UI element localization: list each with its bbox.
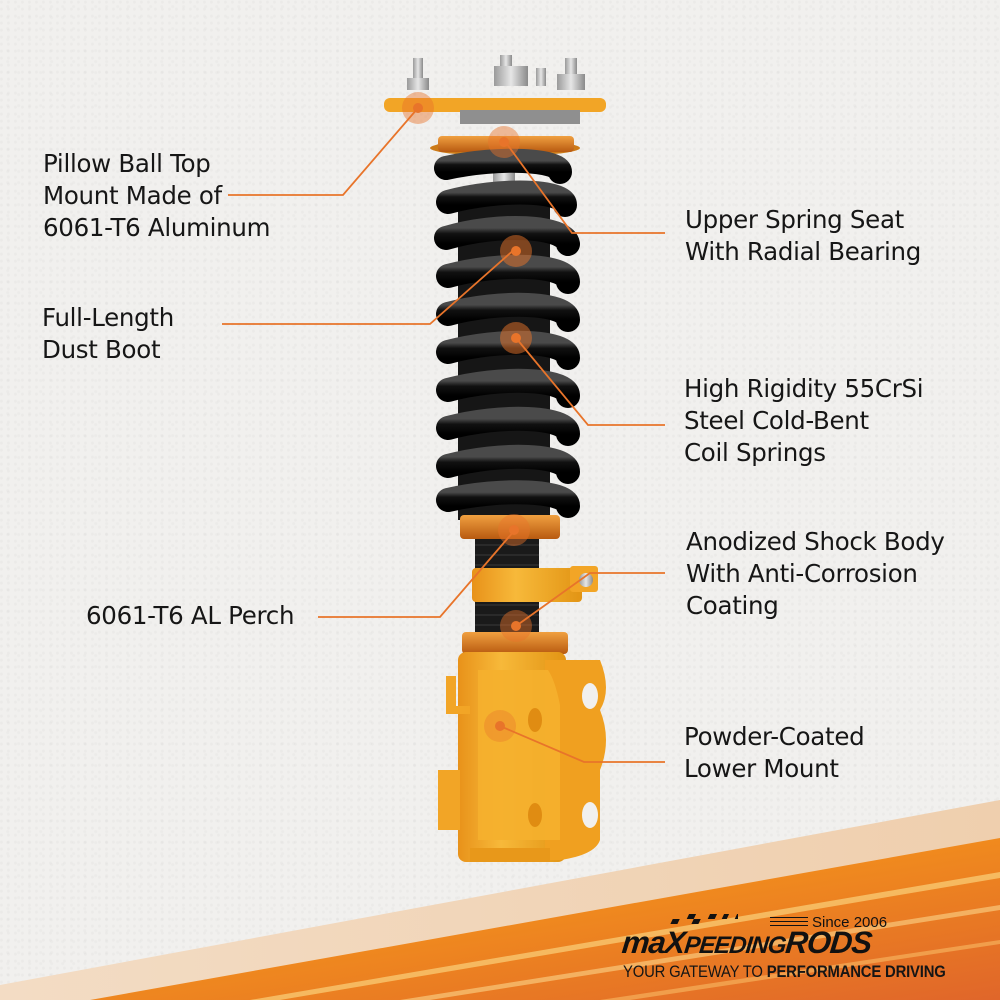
top-mount-plate: [384, 98, 606, 112]
brake-line-bracket: [472, 568, 582, 602]
leader-line-perch: [318, 530, 515, 618]
checkered-flag-icon: [670, 914, 738, 924]
label-line: Dust Boot: [42, 335, 161, 364]
label-line: 6061-T6 AL Perch: [86, 601, 295, 630]
brand-name-part: peeding: [682, 932, 787, 959]
label-line: Mount Made of: [43, 181, 222, 210]
brand-tagline: YOUR GATEWAY TO PERFORMANCE DRIVING: [623, 963, 946, 982]
label-line: Upper Spring Seat: [685, 205, 904, 234]
callout-label-shock-body: Anodized Shock Body With Anti-Corrosion …: [686, 526, 945, 622]
leader-line-shock-body: [515, 572, 665, 627]
since-year: Since 2006: [812, 914, 888, 931]
brand-name: maXpeedingRODS: [620, 925, 874, 963]
label-line: Pillow Ball Top: [43, 149, 211, 178]
callout-label-perch: 6061-T6 AL Perch: [86, 600, 294, 632]
callout-label-dust-boot: Full-Length Dust Boot: [42, 302, 174, 366]
label-line: High Rigidity 55CrSi: [684, 374, 924, 403]
leader-line-dust-boot: [222, 247, 517, 325]
callout-label-coil-springs: High Rigidity 55CrSi Steel Cold-Bent Coi…: [684, 373, 924, 469]
leader-line-lower-mount: [499, 725, 665, 763]
tagline-regular: YOUR GATEWAY TO: [623, 963, 767, 981]
tagline-bold: PERFORMANCE DRIVING: [766, 963, 946, 981]
label-line: With Radial Bearing: [685, 237, 922, 266]
label-line: Anodized Shock Body: [686, 527, 945, 556]
label-line: Coil Springs: [684, 438, 826, 467]
label-line: Steel Cold-Bent: [684, 406, 869, 435]
leader-line-top-mount: [228, 107, 419, 196]
leader-line-spring-seat: [503, 139, 665, 234]
speed-lines-icon: [770, 917, 808, 929]
callout-label-lower-mount: Powder-Coated Lower Mount: [684, 721, 865, 785]
label-line: Coating: [686, 591, 779, 620]
callout-dot: [413, 103, 423, 113]
leader-line-coil-springs: [515, 337, 665, 426]
label-line: Powder-Coated: [684, 722, 865, 751]
label-line: With Anti-Corrosion: [686, 559, 918, 588]
callout-label-spring-seat: Upper Spring Seat With Radial Bearing: [685, 204, 921, 268]
label-line: 6061-T6 Aluminum: [43, 213, 271, 242]
label-line: Lower Mount: [684, 754, 839, 783]
brand-name-part: maX: [620, 925, 687, 960]
label-line: Full-Length: [42, 303, 174, 332]
top-mount-studs: [407, 55, 585, 90]
lower-lock-ring: [462, 632, 568, 654]
callout-label-top-mount: Pillow Ball Top Mount Made of 6061-T6 Al…: [43, 148, 270, 244]
brand-name-part: RODS: [783, 925, 874, 960]
callout-dots: [402, 92, 532, 742]
